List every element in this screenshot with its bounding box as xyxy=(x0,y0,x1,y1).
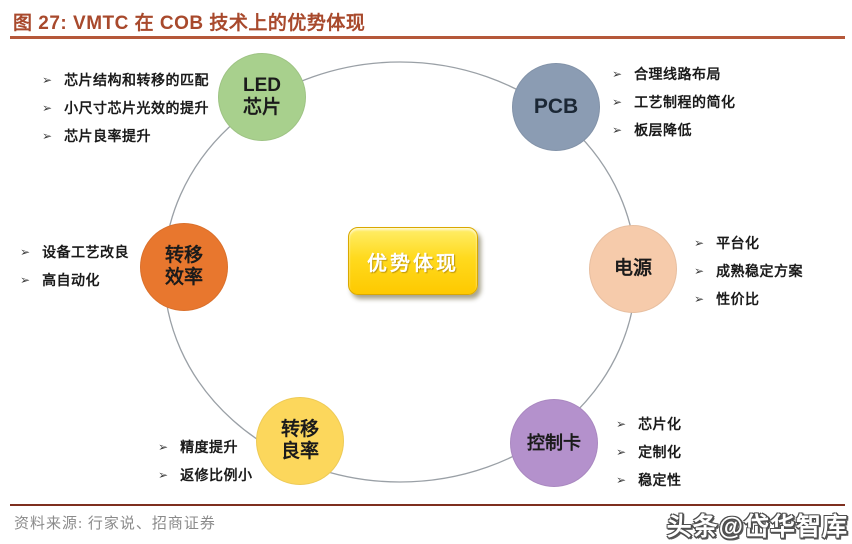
node-led-chip: LED 芯片 xyxy=(218,53,306,141)
list-item: ➢ 性价比 xyxy=(694,289,803,309)
bullet-text: 定制化 xyxy=(638,444,682,460)
bullet-text: 板层降低 xyxy=(634,122,693,138)
list-item: ➢ 高自动化 xyxy=(20,270,129,290)
bullet-text: 性价比 xyxy=(716,291,760,307)
figure-title: 图 27: VMTC 在 COB 技术上的优势体现 xyxy=(13,13,366,34)
list-item: ➢ 精度提升 xyxy=(158,437,253,457)
list-item: ➢ 小尺寸芯片光效的提升 xyxy=(42,98,209,118)
arrow-bullet-icon: ➢ xyxy=(612,123,623,137)
arrow-bullet-icon: ➢ xyxy=(616,445,627,459)
source-note: 资料来源: 行家说、招商证券 xyxy=(14,516,216,532)
bullet-text: 成熟稳定方案 xyxy=(716,263,804,279)
bullet-list-pcb: ➢ 合理线路布局 ➢ 工艺制程的简化 ➢ 板层降低 xyxy=(612,64,736,140)
arrow-bullet-icon: ➢ xyxy=(20,273,31,287)
title-underline xyxy=(10,36,845,39)
list-item: ➢ 合理线路布局 xyxy=(612,64,736,84)
arrow-bullet-icon: ➢ xyxy=(42,129,53,143)
bullet-text: 小尺寸芯片光效的提升 xyxy=(64,100,210,116)
node-pcb: PCB xyxy=(512,63,600,151)
arrow-bullet-icon: ➢ xyxy=(616,417,627,431)
bullet-list-led-chip: ➢ 芯片结构和转移的匹配 ➢ 小尺寸芯片光效的提升 ➢ 芯片良率提升 xyxy=(42,70,209,146)
bullet-text: 稳定性 xyxy=(638,472,682,488)
arrow-bullet-icon: ➢ xyxy=(694,236,705,250)
arrow-bullet-icon: ➢ xyxy=(42,73,53,87)
bullet-text: 芯片良率提升 xyxy=(64,128,152,144)
node-transfer-yield: 转移 良率 xyxy=(256,397,344,485)
bullet-text: 合理线路布局 xyxy=(634,66,722,82)
list-item: ➢ 板层降低 xyxy=(612,120,736,140)
center-badge-label: 优势体现 xyxy=(367,252,459,275)
bullet-list-control-card: ➢ 芯片化 ➢ 定制化 ➢ 稳定性 xyxy=(616,414,682,490)
list-item: ➢ 平台化 xyxy=(694,233,803,253)
list-item: ➢ 返修比例小 xyxy=(158,465,253,485)
arrow-bullet-icon: ➢ xyxy=(612,67,623,81)
arrow-bullet-icon: ➢ xyxy=(612,95,623,109)
list-item: ➢ 芯片良率提升 xyxy=(42,126,151,146)
arrow-bullet-icon: ➢ xyxy=(694,264,705,278)
bullet-text: 工艺制程的简化 xyxy=(634,94,736,110)
bullet-text: 返修比例小 xyxy=(180,467,253,483)
arrow-bullet-icon: ➢ xyxy=(694,292,705,306)
node-power-supply: 电源 xyxy=(589,225,677,313)
list-item: ➢ 设备工艺改良 xyxy=(20,242,129,262)
node-transfer-efficiency: 转移 效率 xyxy=(140,223,228,311)
bullet-text: 芯片化 xyxy=(638,416,682,432)
bullet-text: 设备工艺改良 xyxy=(42,244,130,260)
bullet-list-power-supply: ➢ 平台化 ➢ 成熟稳定方案 ➢ 性价比 xyxy=(694,233,803,309)
node-control-card: 控制卡 xyxy=(510,399,598,487)
bullet-text: 精度提升 xyxy=(180,439,239,455)
bullet-list-transfer-efficiency: ➢ 设备工艺改良 ➢ 高自动化 xyxy=(20,242,129,290)
list-item: ➢ 定制化 xyxy=(616,442,682,462)
arrow-bullet-icon: ➢ xyxy=(158,440,169,454)
bullet-text: 芯片结构和转移的匹配 xyxy=(64,72,210,88)
list-item: ➢ 稳定性 xyxy=(616,470,682,490)
list-item: ➢ 工艺制程的简化 xyxy=(612,92,736,112)
list-item: ➢ 芯片化 xyxy=(616,414,682,434)
bullet-text: 高自动化 xyxy=(42,272,101,288)
arrow-bullet-icon: ➢ xyxy=(20,245,31,259)
arrow-bullet-icon: ➢ xyxy=(158,468,169,482)
watermark-toutiao: 头条@岱华智库 xyxy=(666,513,848,541)
bullet-text: 平台化 xyxy=(716,235,760,251)
bullet-list-transfer-yield: ➢ 精度提升 ➢ 返修比例小 xyxy=(158,437,253,485)
list-item: ➢ 成熟稳定方案 xyxy=(694,261,803,281)
arrow-bullet-icon: ➢ xyxy=(42,101,53,115)
center-advantage-badge: 优势体现 xyxy=(348,227,478,295)
list-item: ➢ 芯片结构和转移的匹配 xyxy=(42,70,209,90)
arrow-bullet-icon: ➢ xyxy=(616,473,627,487)
footer-rule xyxy=(10,504,845,506)
